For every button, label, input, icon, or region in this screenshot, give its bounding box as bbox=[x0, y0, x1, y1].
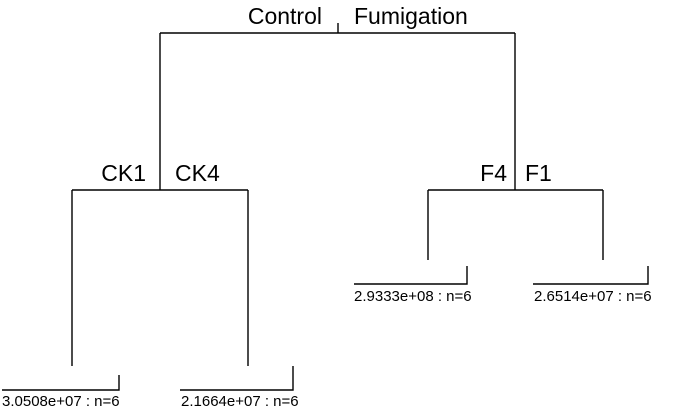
leaf-node: 2.1664e+07 : n=6 bbox=[180, 366, 299, 410]
left-split-right-label: CK4 bbox=[175, 160, 220, 186]
leaf-bracket bbox=[2, 375, 120, 391]
leaf-node: 3.0508e+07 : n=6 bbox=[2, 375, 120, 410]
leaf-label: 2.1664e+07 : n=6 bbox=[181, 393, 299, 410]
root-left-label: Control bbox=[248, 3, 322, 29]
leaf-label: 2.9333e+08 : n=6 bbox=[354, 288, 472, 305]
leaf-bracket bbox=[533, 266, 649, 285]
leaf-node: 2.9333e+08 : n=6 bbox=[354, 266, 472, 305]
left-split: CK1 CK4 bbox=[71, 160, 249, 366]
root-right-label: Fumigation bbox=[354, 3, 468, 29]
leaf-label: 3.0508e+07 : n=6 bbox=[2, 393, 120, 410]
root-split: Control Fumigation bbox=[159, 3, 516, 190]
right-split-left-label: F4 bbox=[480, 160, 507, 186]
left-split-left-label: CK1 bbox=[101, 160, 146, 186]
right-split-right-label: F1 bbox=[525, 160, 552, 186]
leaf-bracket bbox=[180, 366, 294, 391]
leaf-bracket bbox=[354, 266, 468, 285]
leaf-node: 2.6514e+07 : n=6 bbox=[533, 266, 652, 305]
leaf-label: 2.6514e+07 : n=6 bbox=[534, 288, 652, 305]
right-split: F4 F1 bbox=[427, 160, 604, 260]
